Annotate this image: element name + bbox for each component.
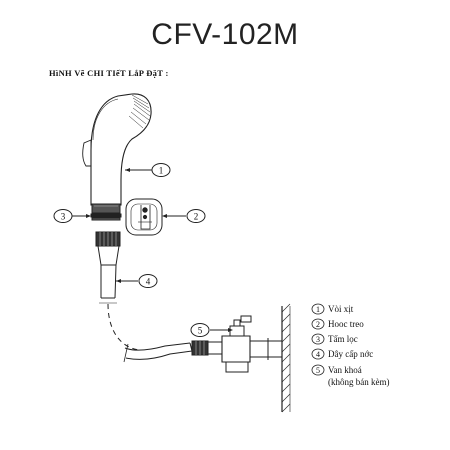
- legend-oval-4: [311, 348, 325, 360]
- legend-num-1: 1: [316, 305, 320, 314]
- parts-legend: 1 Vòi xịt 2 Hooc treo 3 Tấm lọc 4 Dây cấ…: [316, 304, 389, 387]
- water-hose: [99, 264, 193, 363]
- legend-num-4: 4: [316, 350, 320, 359]
- legend-num-3: 3: [316, 335, 320, 344]
- legend-oval-1: [311, 303, 325, 315]
- diagram-subtitle: HìNH Vẽ CHI TIếT LắP ĐặT :: [49, 68, 169, 78]
- legend-label-3: Tấm lọc: [328, 334, 358, 344]
- callout-oval-4: [138, 274, 158, 288]
- callout-num-5: 5: [198, 326, 203, 336]
- spray-head: [82, 93, 152, 214]
- filter-washer: [90, 213, 122, 221]
- legend-label-5-note: (không bán kèm): [328, 377, 389, 387]
- legend-oval-5: [311, 364, 325, 376]
- legend-oval-3: [311, 333, 325, 345]
- legend-label-5: Van khoá: [328, 365, 362, 375]
- callout-num-3: 3: [61, 212, 66, 222]
- callout-oval-5: [190, 323, 210, 337]
- hose-nut: [95, 231, 121, 266]
- legend-num-5: 5: [316, 366, 320, 375]
- callout-num-4: 4: [146, 277, 151, 287]
- legend-label-1: Vòi xịt: [328, 304, 354, 314]
- legend-oval-2: [311, 318, 325, 330]
- callout-oval-3: [53, 209, 73, 223]
- legend-label-4: Dây cấp nớc: [328, 349, 373, 359]
- wall: [281, 303, 291, 413]
- legend-num-2: 2: [316, 320, 320, 329]
- callout-num-2: 2: [194, 212, 199, 222]
- product-title: CFV-102M: [151, 18, 299, 51]
- wall-holder: [125, 198, 163, 236]
- callout-oval-1: [151, 163, 171, 177]
- legend-label-2: Hooc treo: [328, 319, 364, 329]
- callout-num-1: 1: [159, 166, 164, 176]
- callout-oval-2: [186, 209, 206, 223]
